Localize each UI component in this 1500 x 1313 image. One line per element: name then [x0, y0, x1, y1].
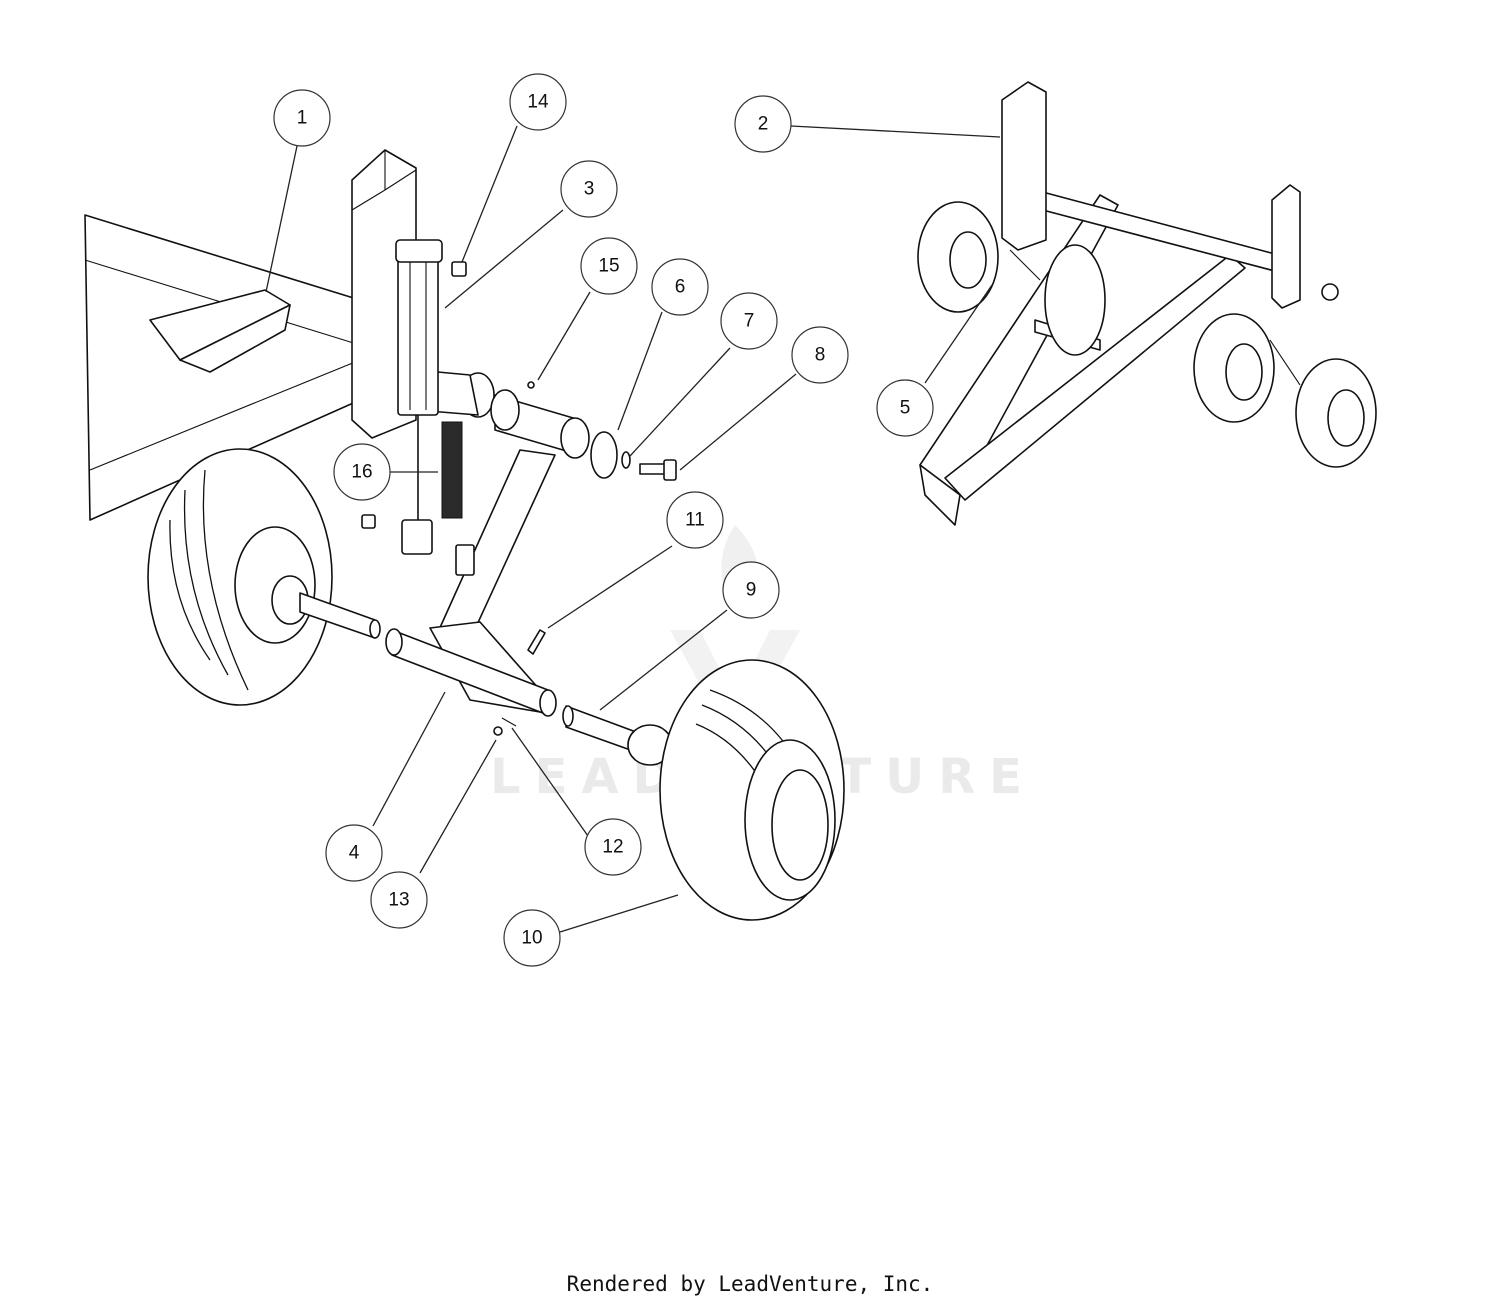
svg-text:1: 1	[297, 108, 308, 129]
svg-text:16: 16	[351, 462, 372, 483]
svg-text:12: 12	[602, 837, 623, 858]
callout-7: 7	[720, 292, 778, 350]
svg-text:4: 4	[349, 843, 360, 864]
main-frame	[84, 149, 495, 521]
grease-zerk-part	[527, 381, 535, 389]
grease-fitting-part	[493, 726, 503, 736]
callout-15: 15	[580, 237, 638, 295]
svg-text:10: 10	[521, 928, 542, 949]
spacer-stop	[441, 421, 463, 519]
callout-2: 2	[734, 95, 792, 153]
svg-text:9: 9	[746, 580, 757, 601]
svg-text:3: 3	[584, 179, 595, 200]
svg-text:13: 13	[388, 890, 409, 911]
pin-part	[527, 629, 546, 655]
leader-lines	[265, 125, 1001, 933]
callout-12: 12	[584, 818, 642, 876]
bolt-part	[639, 459, 677, 481]
hydraulic-cylinder	[395, 239, 443, 555]
cotter-pin-part	[501, 717, 517, 727]
callout-8: 8	[791, 326, 849, 384]
callout-4: 4	[325, 824, 383, 882]
svg-text:15: 15	[598, 256, 619, 277]
svg-text:14: 14	[527, 92, 549, 113]
callout-11: 11	[666, 491, 724, 549]
nut-part	[451, 261, 467, 277]
left-tire	[147, 448, 381, 706]
callout-14: 14	[509, 73, 567, 131]
svg-text:6: 6	[675, 277, 686, 298]
right-tire	[562, 659, 845, 921]
callout-9: 9	[722, 561, 780, 619]
svg-text:7: 7	[744, 311, 755, 332]
loose-nut-part	[361, 514, 376, 529]
callout-16: 16	[333, 443, 391, 501]
lock-washer-part	[621, 451, 631, 469]
washer-part	[590, 431, 618, 479]
callout-3: 3	[560, 160, 618, 218]
cart-assembly	[917, 81, 1377, 526]
footer-credit: Rendered by LeadVenture, Inc.	[566, 1272, 934, 1296]
svg-text:8: 8	[815, 345, 826, 366]
callout-5: 5	[876, 379, 934, 437]
callout-10: 10	[503, 909, 561, 967]
wheel-arm	[385, 389, 590, 717]
svg-text:5: 5	[900, 398, 911, 419]
callout-13: 13	[370, 871, 428, 929]
callout-1: 1	[273, 89, 331, 147]
svg-text:2: 2	[758, 114, 769, 135]
svg-text:11: 11	[685, 510, 705, 531]
callout-6: 6	[651, 258, 709, 316]
